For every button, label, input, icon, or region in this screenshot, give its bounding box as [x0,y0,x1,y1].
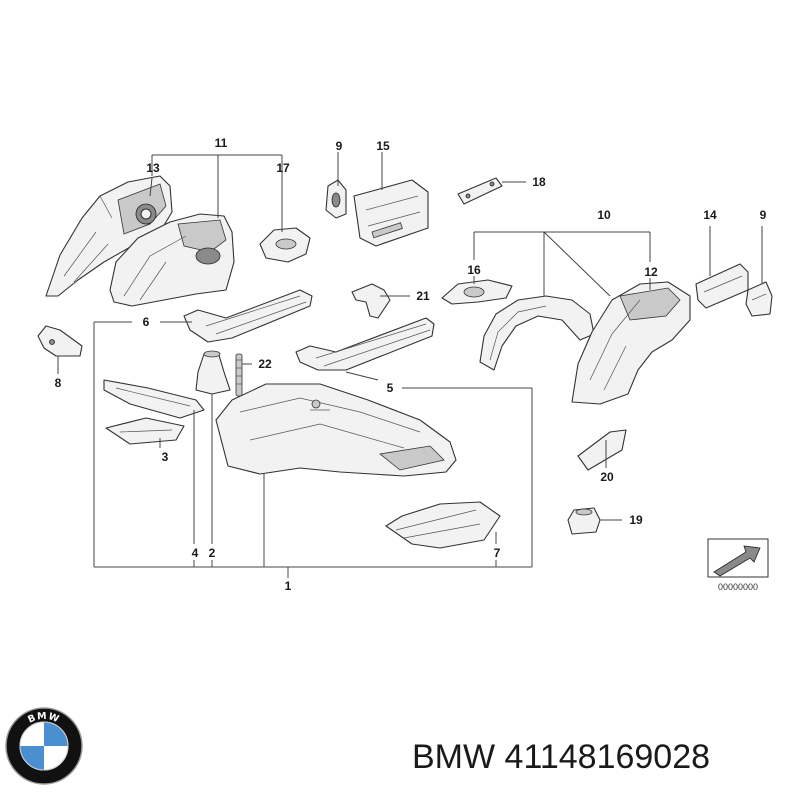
part-18-strip [457,177,503,205]
diagram-reference-box: 00000000 [707,538,769,592]
callout-labels: 11 13 17 9 15 18 10 14 9 16 12 21 6 22 8… [55,136,767,593]
part-number: 41148169028 [504,738,711,776]
part-5-side-member-right [295,317,435,371]
leader-lines [57,152,763,578]
arrow-icon [713,545,761,577]
part-16-bracket [441,279,513,305]
part-6-side-member-left [183,289,313,343]
part-15-plate [353,179,429,247]
part-22-pin [235,353,243,397]
callout-8: 8 [55,376,62,390]
callout-11: 11 [215,136,228,150]
part-20-wedge-block [577,429,627,471]
part-12-wheel-housing-right [571,281,691,405]
callout-9-top: 9 [336,139,343,153]
callout-15: 15 [376,139,390,153]
brand-name: BMW [412,738,496,776]
callout-17: 17 [276,161,290,175]
callout-21: 21 [416,289,430,303]
part-10-inner-arch-right [479,295,595,371]
part-2-rubber-boot [195,350,231,395]
callout-22: 22 [258,357,272,371]
part-11-inner-housing [109,213,235,307]
part-1-floor-pan [215,383,457,477]
part-number-caption: BMW 41148169028 [412,737,710,777]
callout-4: 4 [192,546,199,560]
part-8-mount [37,325,83,357]
part-9-bracket-top [325,179,347,219]
part-14-panel [695,263,749,309]
callout-13: 13 [146,161,160,175]
callout-1: 1 [285,579,292,593]
callout-10: 10 [597,208,611,222]
part-3-floor-bracket [103,379,205,445]
callout-3: 3 [162,450,169,464]
callout-14: 14 [703,208,717,222]
logo-letters: BMW [26,711,61,726]
callout-20: 20 [600,470,614,484]
bmw-logo-icon: BMW [5,707,83,785]
part-19-grommet [567,507,601,535]
part-7-crossmember [385,501,501,549]
callout-7: 7 [494,546,501,560]
callout-2: 2 [209,546,216,560]
callout-9-right: 9 [760,208,767,222]
callout-5: 5 [387,381,394,395]
callout-16: 16 [467,263,481,277]
diagram-reference-code: 00000000 [718,582,758,592]
part-13-wheel-housing-left [45,175,173,297]
callout-12: 12 [644,265,658,279]
part-9-bracket-right [745,281,773,317]
callout-6: 6 [143,315,150,329]
callout-19: 19 [629,513,643,527]
part-21-bracket [351,283,391,319]
callout-18: 18 [532,175,546,189]
part-17-cover-cap [259,227,311,263]
